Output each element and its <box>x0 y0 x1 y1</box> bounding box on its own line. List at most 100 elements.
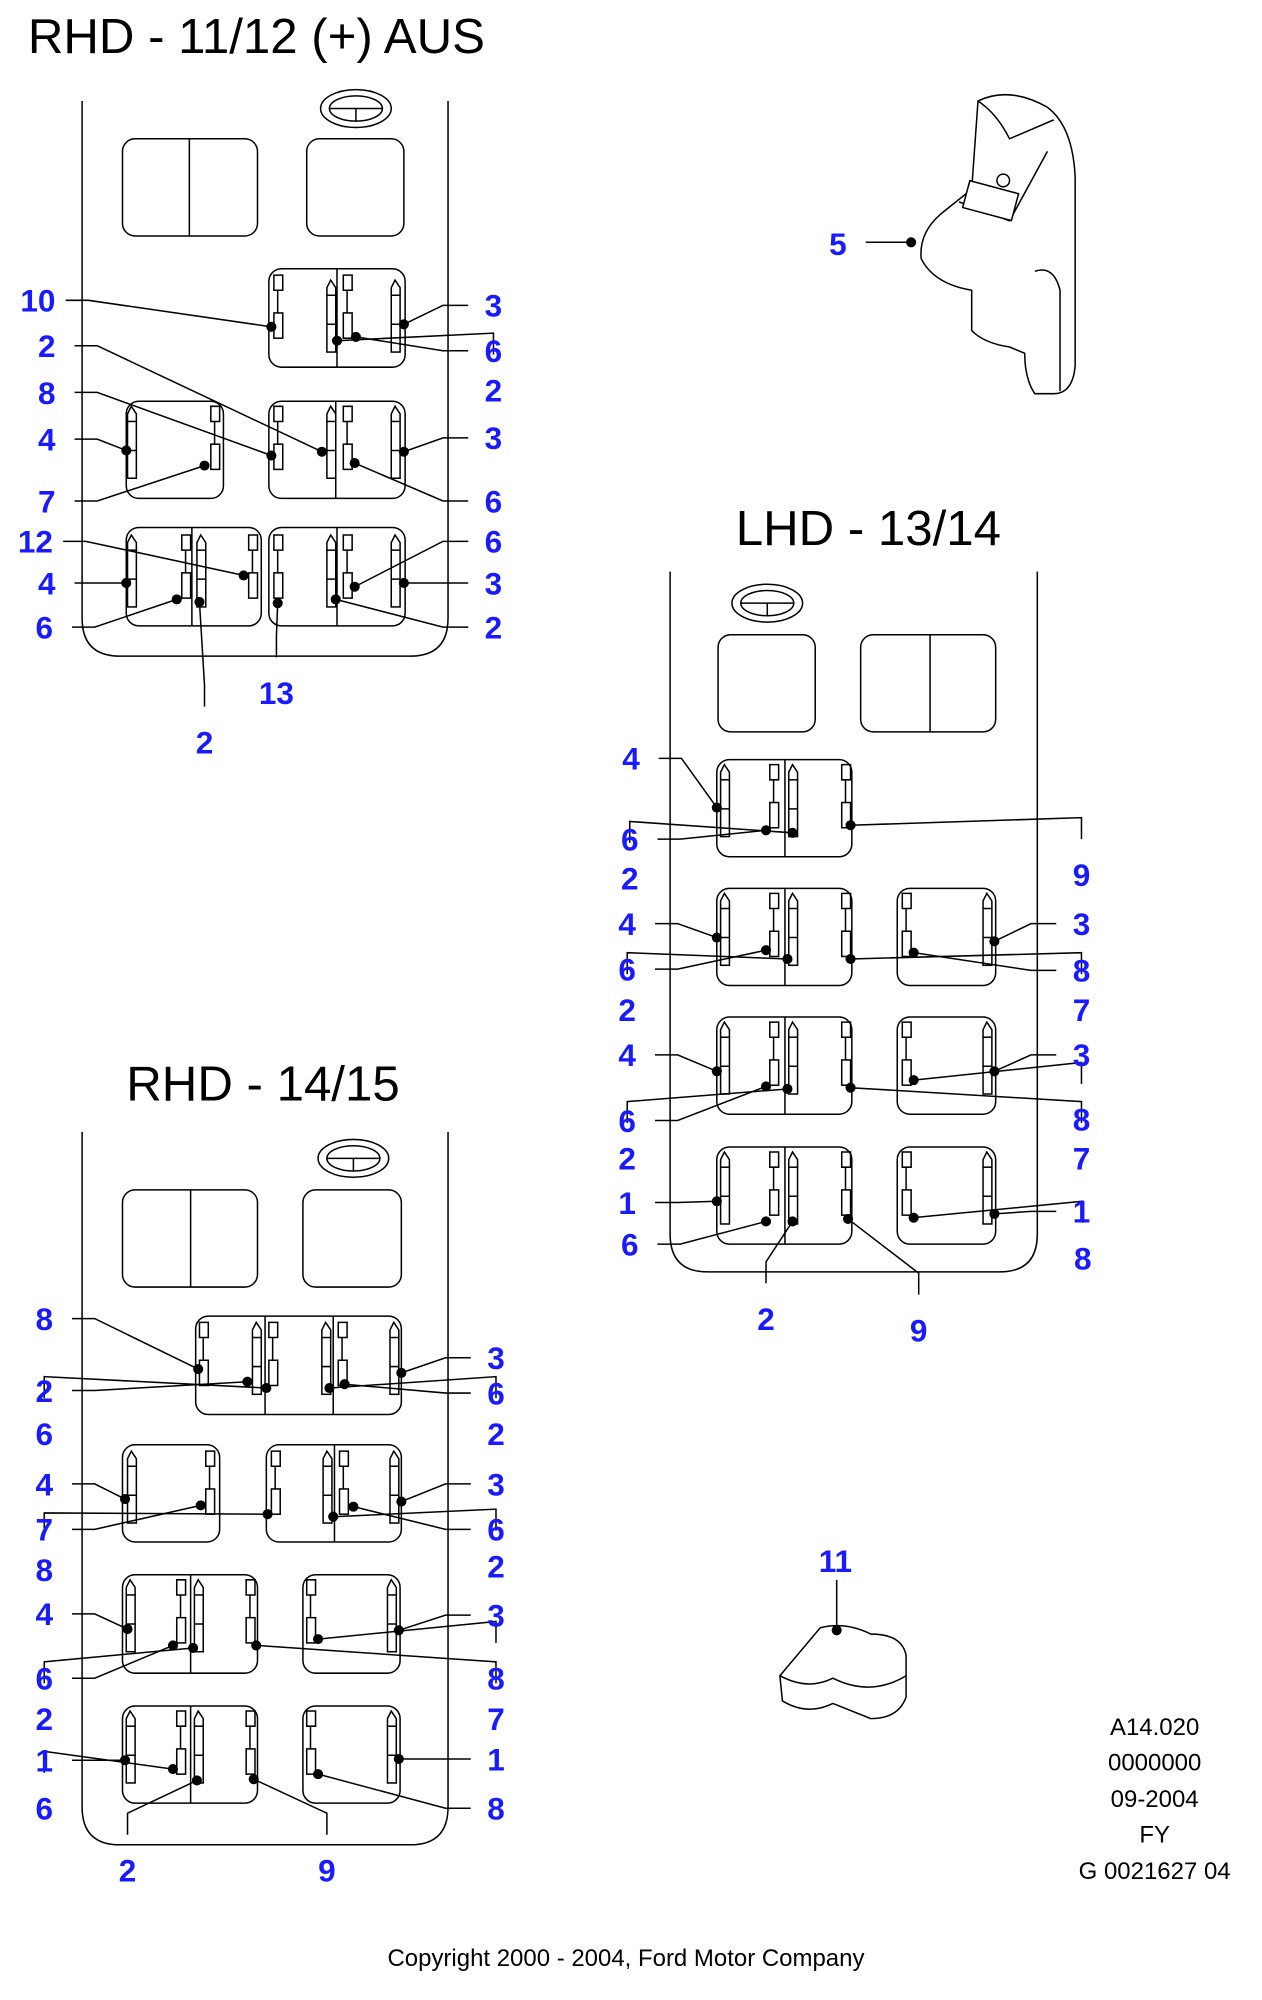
callout-dot <box>167 1764 179 1775</box>
fuse-module <box>194 1315 403 1416</box>
leader-line <box>72 1644 174 1679</box>
callout-number: 6 <box>487 1375 505 1411</box>
leader-line <box>74 391 272 457</box>
fuse-icon <box>326 533 337 608</box>
fuse-icon <box>982 891 993 967</box>
leader-line <box>72 598 177 628</box>
fuse-icon <box>251 1320 263 1396</box>
callout-dot <box>711 802 722 813</box>
callout-number: 6 <box>621 821 639 857</box>
callout-dot <box>119 1755 131 1766</box>
leader-line <box>654 1085 767 1122</box>
callout-dot <box>188 1642 199 1653</box>
fuse-icon <box>126 1449 138 1524</box>
callout-number: 8 <box>1073 1102 1091 1138</box>
callout-number: 6 <box>618 951 636 987</box>
callout-dot <box>324 1382 335 1394</box>
callout-number: 3 <box>485 288 503 324</box>
leader-line <box>333 1508 497 1531</box>
seat-driver <box>717 633 816 733</box>
callout-number: 3 <box>485 565 503 601</box>
fuse-icon <box>245 1579 256 1644</box>
callout-number: 9 <box>1073 857 1091 893</box>
callout-dot <box>398 319 409 330</box>
callout-number: 2 <box>196 724 214 760</box>
leader-line <box>401 1483 471 1503</box>
callout-dot <box>396 1496 407 1507</box>
callout-dot <box>266 321 277 332</box>
fuse-module <box>121 1574 259 1674</box>
callout-number: 3 <box>1073 1037 1091 1073</box>
callout-number: 8 <box>487 1791 505 1827</box>
leader-line <box>994 922 1057 943</box>
vehicle-outline-rhd-11-12 <box>81 100 449 657</box>
fuse-icon <box>389 1320 400 1396</box>
leader-line <box>654 1200 717 1204</box>
callout-number: 4 <box>618 1037 636 1073</box>
fuse-box-cover-part <box>920 93 1076 395</box>
fuse-module <box>268 400 406 500</box>
callout-number: 10 <box>20 283 55 319</box>
fuse-icon <box>270 1450 281 1515</box>
fuse-icon <box>322 1449 333 1524</box>
callout-dot <box>171 594 182 605</box>
callout-11: 11 <box>819 1543 852 1579</box>
fuse-module <box>125 526 263 627</box>
callout-dot <box>398 446 409 457</box>
leader-line <box>850 951 1083 975</box>
callout-number: 2 <box>618 1141 636 1177</box>
callout-dot <box>908 947 919 958</box>
callout-dot <box>782 1083 793 1095</box>
callout-number: 8 <box>38 375 56 411</box>
callout-dot <box>349 458 360 469</box>
leader-line <box>913 951 1057 972</box>
steering-wheel-icon <box>317 1138 390 1179</box>
callout-number: 2 <box>485 609 503 645</box>
fuse-icon <box>719 1150 731 1225</box>
leader-line <box>198 601 206 707</box>
callout-number: 4 <box>38 421 56 457</box>
fuse-icon <box>193 1578 204 1653</box>
callout-dot <box>199 460 210 471</box>
title-rhd-11-12: RHD - 11/12 (+) AUS <box>28 9 485 64</box>
ref-code: A14.020 <box>1110 1714 1199 1741</box>
callout-number: 3 <box>487 1597 505 1633</box>
callout-dot <box>787 1216 798 1227</box>
leader-line <box>65 299 272 328</box>
fuse-icon <box>901 1021 912 1086</box>
callout-dot <box>831 1625 842 1636</box>
callout-dot <box>396 1367 407 1378</box>
callout-dot <box>331 335 343 346</box>
callout-number: 7 <box>1073 992 1091 1028</box>
callout-dot <box>119 1494 131 1505</box>
leader-line <box>626 951 788 975</box>
leader-line <box>72 1613 128 1630</box>
callout-number: 13 <box>259 675 294 711</box>
fuse-icon <box>338 1450 350 1515</box>
callout-dot <box>782 953 793 965</box>
callout-number: 6 <box>35 1416 53 1452</box>
leader-line <box>403 304 469 325</box>
callout-number: 3 <box>487 1466 505 1502</box>
leader-line <box>253 1778 328 1835</box>
fuse-icon <box>386 1709 398 1784</box>
leader-line <box>74 344 323 453</box>
leader-line <box>913 1061 1083 1084</box>
fuse-icon <box>769 763 780 829</box>
leader-line <box>657 829 767 840</box>
callout-dot <box>193 1364 204 1375</box>
leader-line <box>355 336 469 352</box>
callout-number: 6 <box>485 524 503 560</box>
leader-line <box>398 1614 471 1632</box>
fuse-icon <box>210 405 221 471</box>
leader-line <box>401 1356 471 1374</box>
leader-line <box>847 1218 920 1295</box>
callout-dot <box>248 1774 259 1785</box>
callout-dot <box>908 1075 919 1086</box>
leader-line <box>43 1512 268 1535</box>
callout-number: 6 <box>485 483 503 519</box>
leader-line <box>63 540 244 577</box>
leader-line <box>403 437 469 453</box>
fuse-icon <box>125 1578 136 1653</box>
callout-dot <box>272 598 283 609</box>
